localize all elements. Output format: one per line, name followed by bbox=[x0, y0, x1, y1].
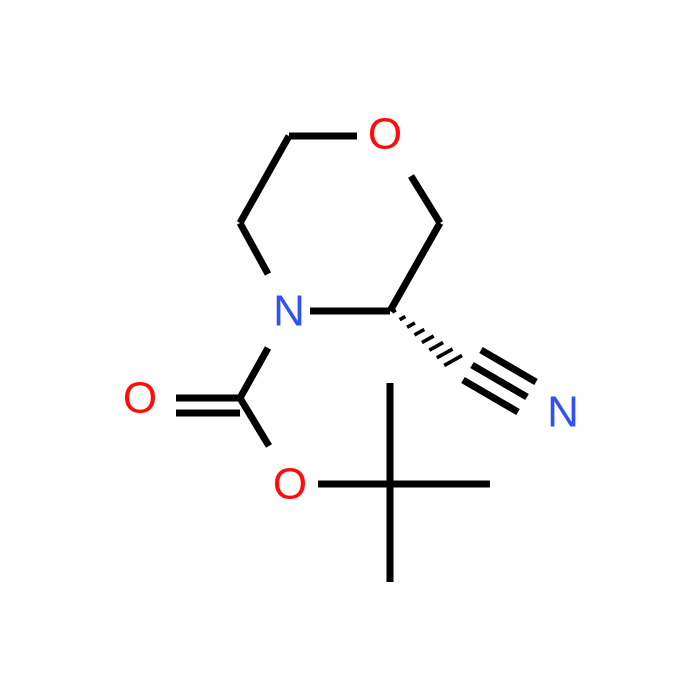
ester-oxygen-label: O bbox=[273, 460, 307, 509]
wedge-hash-2 bbox=[398, 314, 407, 322]
wedge-hash-8 bbox=[443, 353, 463, 368]
wedge-hash-3 bbox=[406, 321, 416, 329]
bond-ring-o1-c2 bbox=[408, 174, 443, 225]
nitrile-triple-bond bbox=[461, 346, 538, 416]
nitrile-nitrogen-label: N bbox=[547, 388, 579, 437]
triple-bond-line-3 bbox=[479, 346, 538, 386]
wedge-hash-1 bbox=[391, 308, 397, 314]
wedge-hash-5 bbox=[421, 334, 435, 345]
bond-ring-c5-c6 bbox=[236, 134, 293, 225]
triple-bond-line-2 bbox=[470, 361, 529, 401]
triple-bond-line-1 bbox=[461, 376, 520, 416]
bond-ring-n4-c5 bbox=[236, 221, 272, 276]
wedge-hash-6 bbox=[428, 340, 444, 352]
bond-n4-carbonyl-carbon bbox=[236, 346, 272, 400]
ring-nitrogen-label: N bbox=[273, 287, 305, 336]
carbonyl-oxygen-label: O bbox=[123, 374, 157, 423]
bond-carbonyl-carbon-ester-oxygen bbox=[237, 396, 272, 448]
wedge-hash-7 bbox=[435, 347, 454, 360]
carbonyl-double-bond bbox=[176, 394, 240, 417]
ring-oxygen-label: O bbox=[368, 110, 402, 159]
wedge-hash-4 bbox=[413, 327, 426, 337]
hashed-wedge-bond bbox=[391, 308, 463, 368]
bond-ring-c2-c3 bbox=[386, 221, 444, 313]
